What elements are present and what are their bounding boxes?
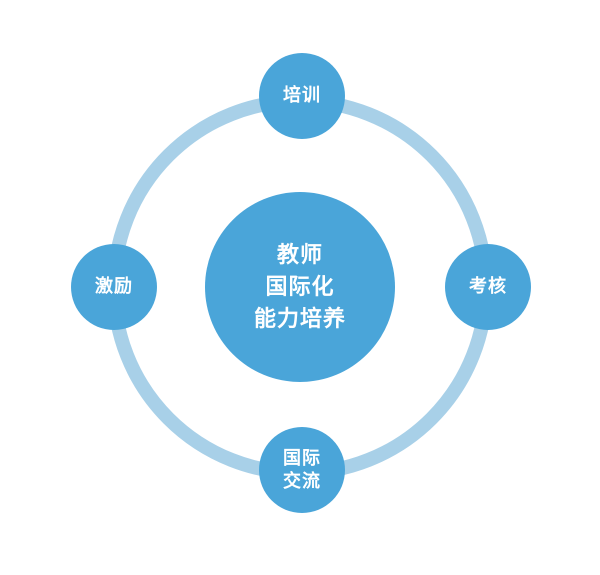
node-training: 培训: [259, 53, 345, 139]
node-incentive: 激励: [71, 244, 157, 330]
node-assessment: 考核: [445, 244, 531, 330]
node-training-label: 培训: [283, 85, 321, 106]
node-incentive-label: 激励: [95, 276, 133, 297]
node-international-exchange-label: 国际 交流: [283, 447, 321, 491]
node-international-exchange: 国际 交流: [259, 427, 345, 513]
center-label: 教师 国际化 能力培养: [253, 242, 346, 331]
node-assessment-label: 考核: [469, 276, 507, 297]
center-circle: 教师 国际化 能力培养: [205, 192, 395, 382]
